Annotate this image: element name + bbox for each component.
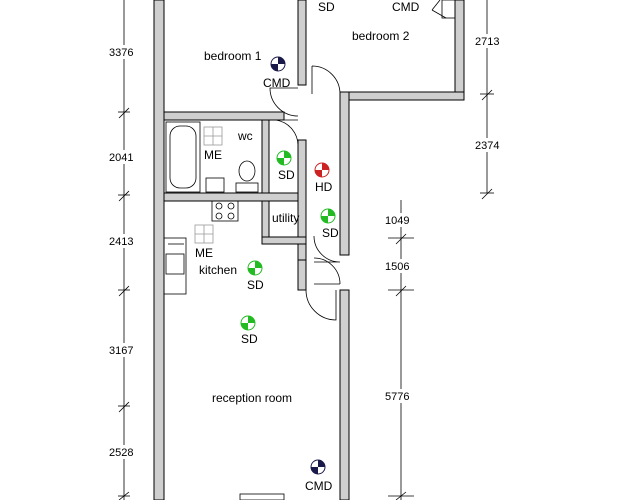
dim-left-3: 2413: [109, 236, 133, 248]
smoke-detector-icon: [240, 315, 256, 331]
right-wall-lower: [339, 289, 350, 500]
hob-ring-1: [215, 202, 223, 210]
wc-right-wall: [261, 119, 270, 194]
wc-bottom-wall: [163, 192, 299, 202]
bedroom2-door: [431, 0, 447, 19]
co-detector-icon: [270, 56, 286, 72]
bed-partition: [297, 0, 307, 86]
cmd-reception-label: CMD: [305, 479, 333, 493]
sd-utility-label: SD: [322, 226, 339, 240]
bedroom2-cupboard: [441, 0, 456, 19]
cmd-top-label: CMD: [392, 0, 420, 14]
step-wall: [339, 91, 465, 101]
dim-right-5: 5776: [385, 391, 409, 403]
dim-left-1: 3376: [109, 47, 133, 59]
kitchen-stub: [297, 259, 307, 291]
hd-label: HD: [315, 180, 333, 194]
me-wc-label: ME: [204, 148, 222, 162]
co-detector-icon: [310, 459, 326, 475]
left-outer-wall: [153, 0, 165, 500]
cmd-bedroom1-label: CMD: [263, 76, 291, 90]
dim-left-5: 2528: [109, 447, 133, 459]
label-wc: wc: [237, 129, 253, 143]
right-dim-ticks-lower: [388, 233, 414, 500]
toilet-cistern: [235, 182, 259, 193]
dim-right-3: 1049: [385, 215, 409, 227]
sd-wc-label: SD: [278, 168, 295, 182]
label-bedroom2: bedroom 2: [352, 29, 410, 43]
sd-kitchen-label: SD: [247, 278, 264, 292]
left-dim-ticks: [118, 107, 130, 500]
kitchen-door: [313, 257, 341, 285]
sd-reception-label: SD: [241, 332, 258, 346]
hall-right-wall: [339, 91, 350, 256]
heat-detector-icon: [314, 162, 330, 178]
dim-right-2: 2374: [475, 140, 499, 152]
wc-door: [275, 119, 299, 147]
reception-door: [305, 289, 337, 321]
label-reception: reception room: [212, 391, 292, 405]
hall-top-door: [311, 65, 341, 95]
hall-right-door: [313, 235, 341, 263]
bed1-bottom-wall: [163, 111, 285, 121]
bathtub-inner: [169, 125, 197, 189]
bathtub: [165, 121, 201, 193]
label-utility: utility: [272, 211, 299, 225]
dim-left-4: 3167: [109, 345, 133, 357]
kitchen-sink: [165, 253, 185, 275]
smoke-detector-icon: [320, 208, 336, 224]
sd-top-label: SD: [318, 0, 335, 14]
utility-bottom-wall: [261, 236, 307, 245]
wc-basin: [205, 177, 225, 193]
smoke-detector-icon: [247, 260, 263, 276]
right-wall-bedroom2: [454, 0, 465, 101]
hob-ring-2: [227, 202, 235, 210]
hob-ring-4: [227, 212, 235, 220]
label-kitchen: kitchen: [199, 263, 237, 277]
mechanical-extract-icon: [194, 224, 214, 244]
hob: [211, 200, 239, 222]
kitchen-counter: [163, 237, 187, 295]
me-kitchen-label: ME: [195, 246, 213, 260]
mechanical-extract-icon: [203, 126, 223, 146]
label-bedroom1: bedroom 1: [204, 49, 262, 63]
hob-ring-3: [215, 212, 223, 220]
dim-right-4: 1506: [385, 261, 409, 273]
bedroom1-door: [269, 87, 299, 117]
fireplace: [239, 493, 285, 500]
smoke-detector-icon: [276, 150, 292, 166]
right-dim-ticks-upper: [480, 89, 494, 200]
toilet-bowl: [238, 160, 256, 182]
dim-left-2: 2041: [109, 152, 133, 164]
dim-right-1: 2713: [475, 36, 499, 48]
